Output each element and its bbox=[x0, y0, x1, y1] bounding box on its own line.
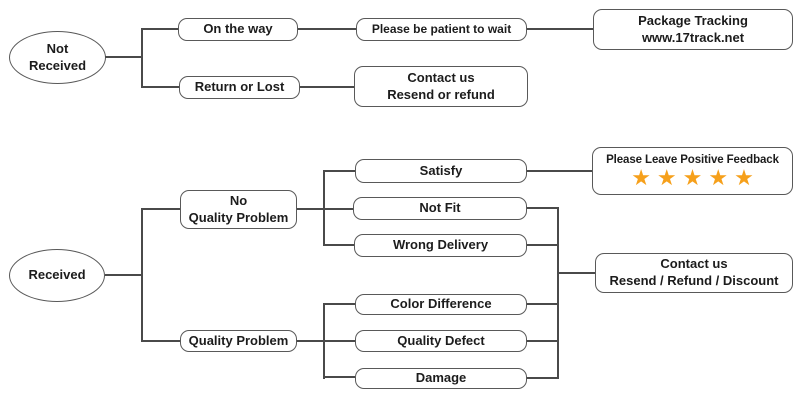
node-contact-resend-refund-line2: Resend or refund bbox=[387, 86, 495, 102]
five-star-rating-icon: ★★★★★ bbox=[631, 166, 760, 192]
connector bbox=[141, 28, 178, 30]
connector bbox=[323, 376, 355, 378]
node-wrong-delivery: Wrong Delivery bbox=[354, 234, 527, 257]
node-received: Received bbox=[9, 249, 105, 302]
node-satisfy: Satisfy bbox=[355, 159, 527, 183]
node-received-label: Received bbox=[28, 267, 86, 283]
connector bbox=[141, 86, 179, 88]
node-damage-label: Damage bbox=[415, 370, 467, 386]
node-package-tracking-line1: Package Tracking bbox=[638, 12, 748, 28]
node-not-received: Not Received bbox=[9, 31, 106, 84]
connector bbox=[105, 274, 142, 276]
node-be-patient: Please be patient to wait bbox=[356, 18, 527, 41]
connector bbox=[557, 272, 595, 274]
node-wrong-delivery-label: Wrong Delivery bbox=[392, 237, 489, 253]
node-contact-resend-refund-discount-line2: Resend / Refund / Discount bbox=[609, 273, 779, 288]
node-not-received-line1: Not bbox=[46, 40, 69, 56]
connector bbox=[323, 170, 325, 246]
node-damage: Damage bbox=[355, 368, 527, 389]
node-color-difference: Color Difference bbox=[355, 294, 527, 315]
connector bbox=[298, 28, 356, 30]
node-positive-feedback: Please Leave Positive Feedback ★★★★★ bbox=[592, 147, 793, 195]
node-no-quality-problem-line2: Quality Problem bbox=[188, 209, 289, 225]
connector bbox=[527, 170, 592, 172]
node-quality-problem: Quality Problem bbox=[180, 330, 297, 352]
connector bbox=[323, 244, 354, 246]
node-satisfy-label: Satisfy bbox=[419, 162, 463, 178]
node-package-tracking-url: www.17track.net bbox=[641, 29, 745, 45]
connector bbox=[300, 86, 354, 88]
connector bbox=[105, 56, 142, 58]
connector bbox=[527, 303, 558, 305]
node-return-or-lost-label: Return or Lost bbox=[194, 79, 285, 95]
node-color-difference-label: Color Difference bbox=[390, 296, 492, 312]
connector bbox=[527, 377, 558, 379]
connector bbox=[323, 303, 355, 305]
node-not-fit: Not Fit bbox=[353, 197, 527, 220]
connector bbox=[141, 208, 180, 210]
node-quality-defect: Quality Defect bbox=[355, 330, 527, 352]
node-be-patient-label: Please be patient to wait bbox=[371, 21, 512, 36]
node-return-or-lost: Return or Lost bbox=[179, 76, 300, 99]
node-on-the-way-label: On the way bbox=[203, 21, 273, 37]
node-contact-resend-refund-line1: Contact us bbox=[407, 69, 475, 85]
node-positive-feedback-title: Please Leave Positive Feedback bbox=[606, 153, 779, 166]
node-contact-resend-refund-discount-line1: Contact us bbox=[660, 256, 728, 272]
connector bbox=[323, 303, 325, 379]
connector bbox=[527, 28, 593, 30]
connector bbox=[141, 340, 180, 342]
node-quality-defect-label: Quality Defect bbox=[397, 332, 485, 348]
connector bbox=[527, 244, 559, 246]
node-not-fit-label: Not Fit bbox=[419, 200, 461, 216]
connector bbox=[141, 28, 143, 88]
connector bbox=[527, 340, 558, 342]
node-contact-resend-refund: Contact us Resend or refund bbox=[354, 66, 528, 107]
node-package-tracking: Package Tracking www.17track.net bbox=[593, 9, 793, 50]
connector bbox=[141, 208, 143, 342]
node-no-quality-problem: No Quality Problem bbox=[180, 190, 297, 229]
connector bbox=[323, 170, 355, 172]
node-contact-resend-refund-discount: Contact us Resend / Refund / Discount bbox=[595, 253, 793, 293]
connector bbox=[297, 340, 355, 342]
connector bbox=[557, 207, 559, 379]
connector bbox=[527, 207, 559, 209]
node-no-quality-problem-line1: No bbox=[229, 192, 248, 208]
connector bbox=[297, 208, 353, 210]
node-on-the-way: On the way bbox=[178, 18, 298, 41]
node-quality-problem-label: Quality Problem bbox=[188, 332, 289, 348]
node-not-received-line2: Received bbox=[28, 57, 87, 73]
